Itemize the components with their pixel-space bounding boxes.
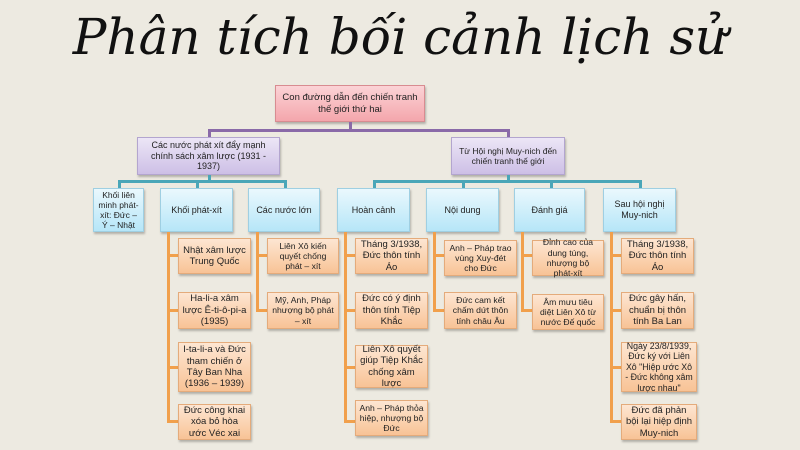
leaf-label: Đức đã phản bội lại hiệp định Muy-nich bbox=[625, 404, 693, 439]
branch-label: Các nước phát xít đẩy mạnh chính sách xâ… bbox=[151, 139, 266, 172]
connector bbox=[610, 420, 622, 423]
connector bbox=[208, 175, 211, 182]
leaf-label: Đức gây hấn, chuẩn bị thôn tính Ba Lan bbox=[628, 293, 687, 328]
category-node: Khối phát-xít bbox=[160, 188, 233, 232]
branch-label: Từ Hội nghị Muy-nich đến chiến tranh thế… bbox=[459, 145, 557, 166]
connector bbox=[118, 180, 287, 183]
leaf-label: Đức cam kết chấm dứt thôn tính châu Âu bbox=[452, 295, 509, 326]
leaf-label: Ngày 23/8/1939, Đức ký với Liên Xô "Hiệp… bbox=[625, 340, 693, 393]
leaf-node: Anh – Pháp thỏa hiệp, nhượng bộ Đức bbox=[355, 400, 428, 436]
category-node: Các nước lớn bbox=[248, 188, 320, 232]
leaf-node: Anh – Pháp trao vùng Xuy-đét cho Đức bbox=[444, 240, 517, 276]
page-title: Phân tích bối cảnh lịch sử bbox=[72, 8, 728, 66]
leaf-node: Đức công khai xóa bỏ hòa ước Véc xai bbox=[178, 404, 251, 440]
leaf-label: Mỹ, Anh, Pháp nhượng bộ phát – xít bbox=[272, 295, 334, 326]
category-label: Hoàn cảnh bbox=[351, 204, 396, 215]
connector bbox=[610, 366, 622, 369]
leaf-label: Tháng 3/1938, Đức thôn tính Áo bbox=[626, 238, 689, 273]
connector bbox=[521, 232, 524, 312]
category-node: Sau hội nghị Muy-nich bbox=[603, 188, 676, 232]
connector bbox=[373, 180, 642, 183]
leaf-label: Đỉnh cao của dung túng, nhượng bộ phát-x… bbox=[542, 237, 594, 279]
connector bbox=[167, 309, 179, 312]
leaf-label: Đức công khai xóa bỏ hòa ước Véc xai bbox=[183, 404, 246, 439]
connector bbox=[344, 309, 356, 312]
branch-node-0: Các nước phát xít đẩy mạnh chính sách xâ… bbox=[137, 137, 280, 175]
root-node: Con đường dẫn đến chiến tranh thế giới t… bbox=[275, 85, 425, 122]
connector bbox=[610, 232, 613, 422]
category-label: Sau hội nghị Muy-nich bbox=[614, 199, 665, 220]
connector bbox=[208, 129, 510, 132]
connector bbox=[167, 366, 179, 369]
leaf-node: Đức có ý định thôn tính Tiệp Khắc bbox=[355, 292, 428, 329]
connector bbox=[433, 309, 445, 312]
category-node: Hoàn cảnh bbox=[337, 188, 410, 232]
leaf-label: Liên Xô kiến quyết chống phát – xít bbox=[279, 240, 327, 272]
leaf-node: Đỉnh cao của dung túng, nhượng bộ phát-x… bbox=[532, 237, 604, 279]
category-node: Nội dung bbox=[426, 188, 499, 232]
leaf-node: Liên Xô kiến quyết chống phát – xít bbox=[267, 238, 339, 274]
leaf-node: Đức gây hấn, chuẩn bị thôn tính Ba Lan bbox=[621, 292, 694, 329]
leaf-node: Tháng 3/1938, Đức thôn tính Áo bbox=[355, 238, 428, 274]
leaf-node: Ngày 23/8/1939, Đức ký với Liên Xô "Hiệp… bbox=[621, 340, 697, 393]
connector bbox=[167, 254, 179, 257]
category-node: Đánh giá bbox=[514, 188, 585, 232]
leaf-label: Âm mưu tiêu diệt Liên Xô từ nước Đế quốc bbox=[540, 296, 596, 328]
connector bbox=[344, 366, 356, 369]
connector bbox=[208, 129, 211, 138]
leaf-label: Tháng 3/1938, Đức thôn tính Áo bbox=[360, 238, 423, 273]
connector bbox=[196, 180, 199, 189]
connector bbox=[344, 420, 356, 423]
leaf-node: Liên Xô quyết giúp Tiệp Khắc chống xâm l… bbox=[355, 343, 428, 389]
connector bbox=[118, 180, 121, 189]
leaf-node: Nhật xâm lược Trung Quốc bbox=[178, 238, 251, 274]
connector bbox=[256, 232, 259, 312]
connector bbox=[373, 180, 376, 189]
leaf-node: Tháng 3/1938, Đức thôn tính Áo bbox=[621, 238, 694, 274]
leaf-label: Anh – Pháp thỏa hiệp, nhượng bộ Đức bbox=[359, 402, 424, 434]
connector bbox=[167, 232, 170, 422]
leaf-node: Đức cam kết chấm dứt thôn tính châu Âu bbox=[444, 292, 517, 329]
connector bbox=[256, 254, 268, 257]
connector bbox=[256, 309, 268, 312]
leaf-node: Mỹ, Anh, Pháp nhượng bộ phát – xít bbox=[267, 292, 339, 329]
connector bbox=[610, 254, 622, 257]
leaf-label: Ha-li-a xâm lược Ê-ti-ô-pi-a (1935) bbox=[182, 293, 247, 328]
connector bbox=[167, 420, 179, 423]
leaf-node: Ha-li-a xâm lược Ê-ti-ô-pi-a (1935) bbox=[178, 292, 251, 329]
category-label: Nội dung bbox=[444, 204, 481, 215]
leaf-node: Âm mưu tiêu diệt Liên Xô từ nước Đế quốc bbox=[532, 294, 604, 330]
category-label: Khối liên minh phát-xít: Đức – Ý – Nhật bbox=[98, 189, 139, 231]
connector bbox=[344, 254, 356, 257]
leaf-label: Đức có ý định thôn tính Tiệp Khắc bbox=[362, 293, 421, 328]
connector bbox=[433, 254, 445, 257]
leaf-label: Liên Xô quyết giúp Tiệp Khắc chống xâm l… bbox=[360, 343, 423, 389]
connector bbox=[507, 129, 510, 138]
connector bbox=[550, 180, 553, 189]
connector bbox=[507, 175, 510, 182]
connector bbox=[639, 180, 642, 189]
leaf-node: Đức đã phản bội lại hiệp định Muy-nich bbox=[621, 404, 697, 440]
leaf-label: Nhật xâm lược Trung Quốc bbox=[183, 244, 246, 267]
category-node: Khối liên minh phát-xít: Đức – Ý – Nhật bbox=[93, 188, 144, 232]
connector bbox=[521, 309, 533, 312]
leaf-label: Anh – Pháp trao vùng Xuy-đét cho Đức bbox=[449, 242, 512, 274]
root-label: Con đường dẫn đến chiến tranh thế giới t… bbox=[282, 92, 418, 115]
leaf-node: I-ta-li-a và Đức tham chiến ở Tây Ban Nh… bbox=[178, 342, 251, 392]
connector bbox=[610, 309, 622, 312]
connector bbox=[521, 254, 533, 257]
category-label: Khối phát-xít bbox=[171, 204, 222, 215]
branch-node-1: Từ Hội nghị Muy-nich đến chiến tranh thế… bbox=[451, 137, 565, 175]
category-label: Đánh giá bbox=[531, 204, 568, 215]
leaf-label: I-ta-li-a và Đức tham chiến ở Tây Ban Nh… bbox=[183, 344, 246, 390]
category-label: Các nước lớn bbox=[256, 204, 312, 215]
connector bbox=[344, 232, 347, 422]
connector bbox=[284, 180, 287, 189]
connector bbox=[433, 232, 436, 312]
connector bbox=[462, 180, 465, 189]
connector bbox=[349, 122, 352, 130]
